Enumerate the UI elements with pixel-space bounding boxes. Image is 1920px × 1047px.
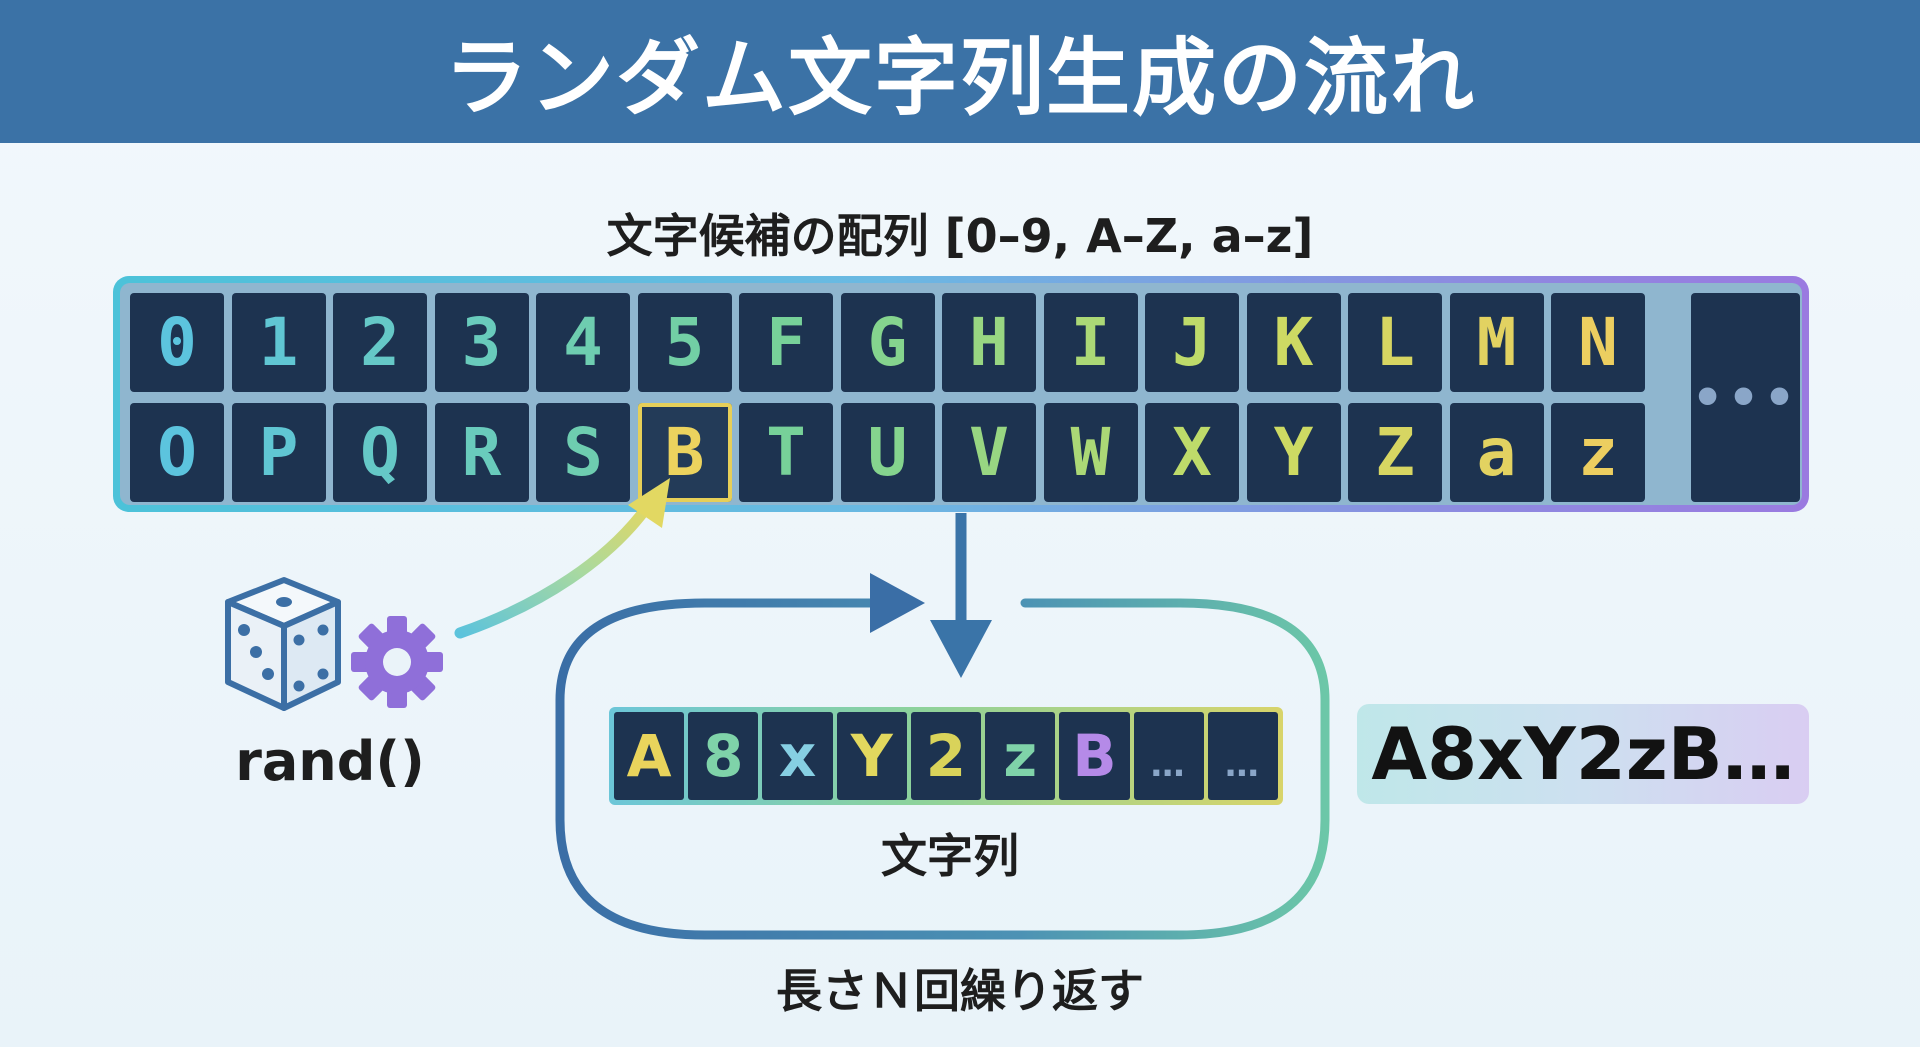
array-cell: S <box>536 403 630 502</box>
string-cell: … <box>1133 712 1204 800</box>
array-cell: I <box>1043 293 1138 392</box>
string-cell: z <box>985 712 1056 800</box>
dice-icon <box>225 577 341 711</box>
array-cell: U <box>840 403 935 502</box>
array-label: 文字候補の配列 [0–9, A–Z, a–z] <box>606 209 1314 263</box>
gear-icon <box>351 616 443 708</box>
array-cell: 3 <box>434 293 529 392</box>
string-cell: x <box>762 712 833 800</box>
array-cell: 4 <box>536 293 630 392</box>
array-cell: K <box>1246 293 1341 392</box>
result-output: A8xY2zB… <box>1357 704 1809 804</box>
page-title: ランダム文字列生成の流れ <box>443 29 1476 127</box>
more-indicator: ••• <box>1691 368 1800 427</box>
array-cell: Q <box>333 403 427 502</box>
array-cell: R <box>434 403 529 502</box>
string-cell: A <box>614 712 685 800</box>
array-cell: 1 <box>231 293 326 392</box>
array-cell: 2 <box>333 293 427 392</box>
header-bar: ランダム文字列生成の流れ <box>0 0 1920 143</box>
string-cell: … <box>1207 712 1278 800</box>
rand-label: rand() <box>235 730 425 793</box>
array-cell: O <box>130 403 224 502</box>
array-cell: Z <box>1348 403 1442 502</box>
array-cell: W <box>1043 403 1138 502</box>
loop-label: 長さＮ回繰り返す <box>776 964 1144 1018</box>
repeat-loop <box>555 573 1330 940</box>
array-cell: X <box>1145 403 1239 502</box>
array-cell: a <box>1449 403 1544 502</box>
string-label: 文字列 <box>881 829 1019 883</box>
string-cell: Y <box>836 712 907 800</box>
more-cell: ••• <box>1691 293 1800 502</box>
down-arrow <box>930 513 992 678</box>
array-cell: T <box>739 403 833 502</box>
array-cell: P <box>231 403 326 502</box>
array-cell: Y <box>1246 403 1341 502</box>
array-cell: J <box>1145 293 1239 392</box>
string-cell: 2 <box>910 712 982 800</box>
selection-arrow <box>454 478 670 639</box>
array-cell: M <box>1449 293 1544 392</box>
array-cell: H <box>942 293 1036 392</box>
string-cell: 8 <box>688 712 759 800</box>
array-cell: 5 <box>637 293 732 392</box>
array-cell: G <box>840 293 935 392</box>
string-cell: B <box>1059 712 1130 800</box>
array-cell-selected: B <box>637 403 732 502</box>
array-cell: L <box>1348 293 1442 392</box>
array-cell: 0 <box>130 293 224 392</box>
array-cell: F <box>739 293 833 392</box>
array-cell: N <box>1551 293 1645 392</box>
array-cell: V <box>942 403 1036 502</box>
array-cell: z <box>1551 403 1645 502</box>
